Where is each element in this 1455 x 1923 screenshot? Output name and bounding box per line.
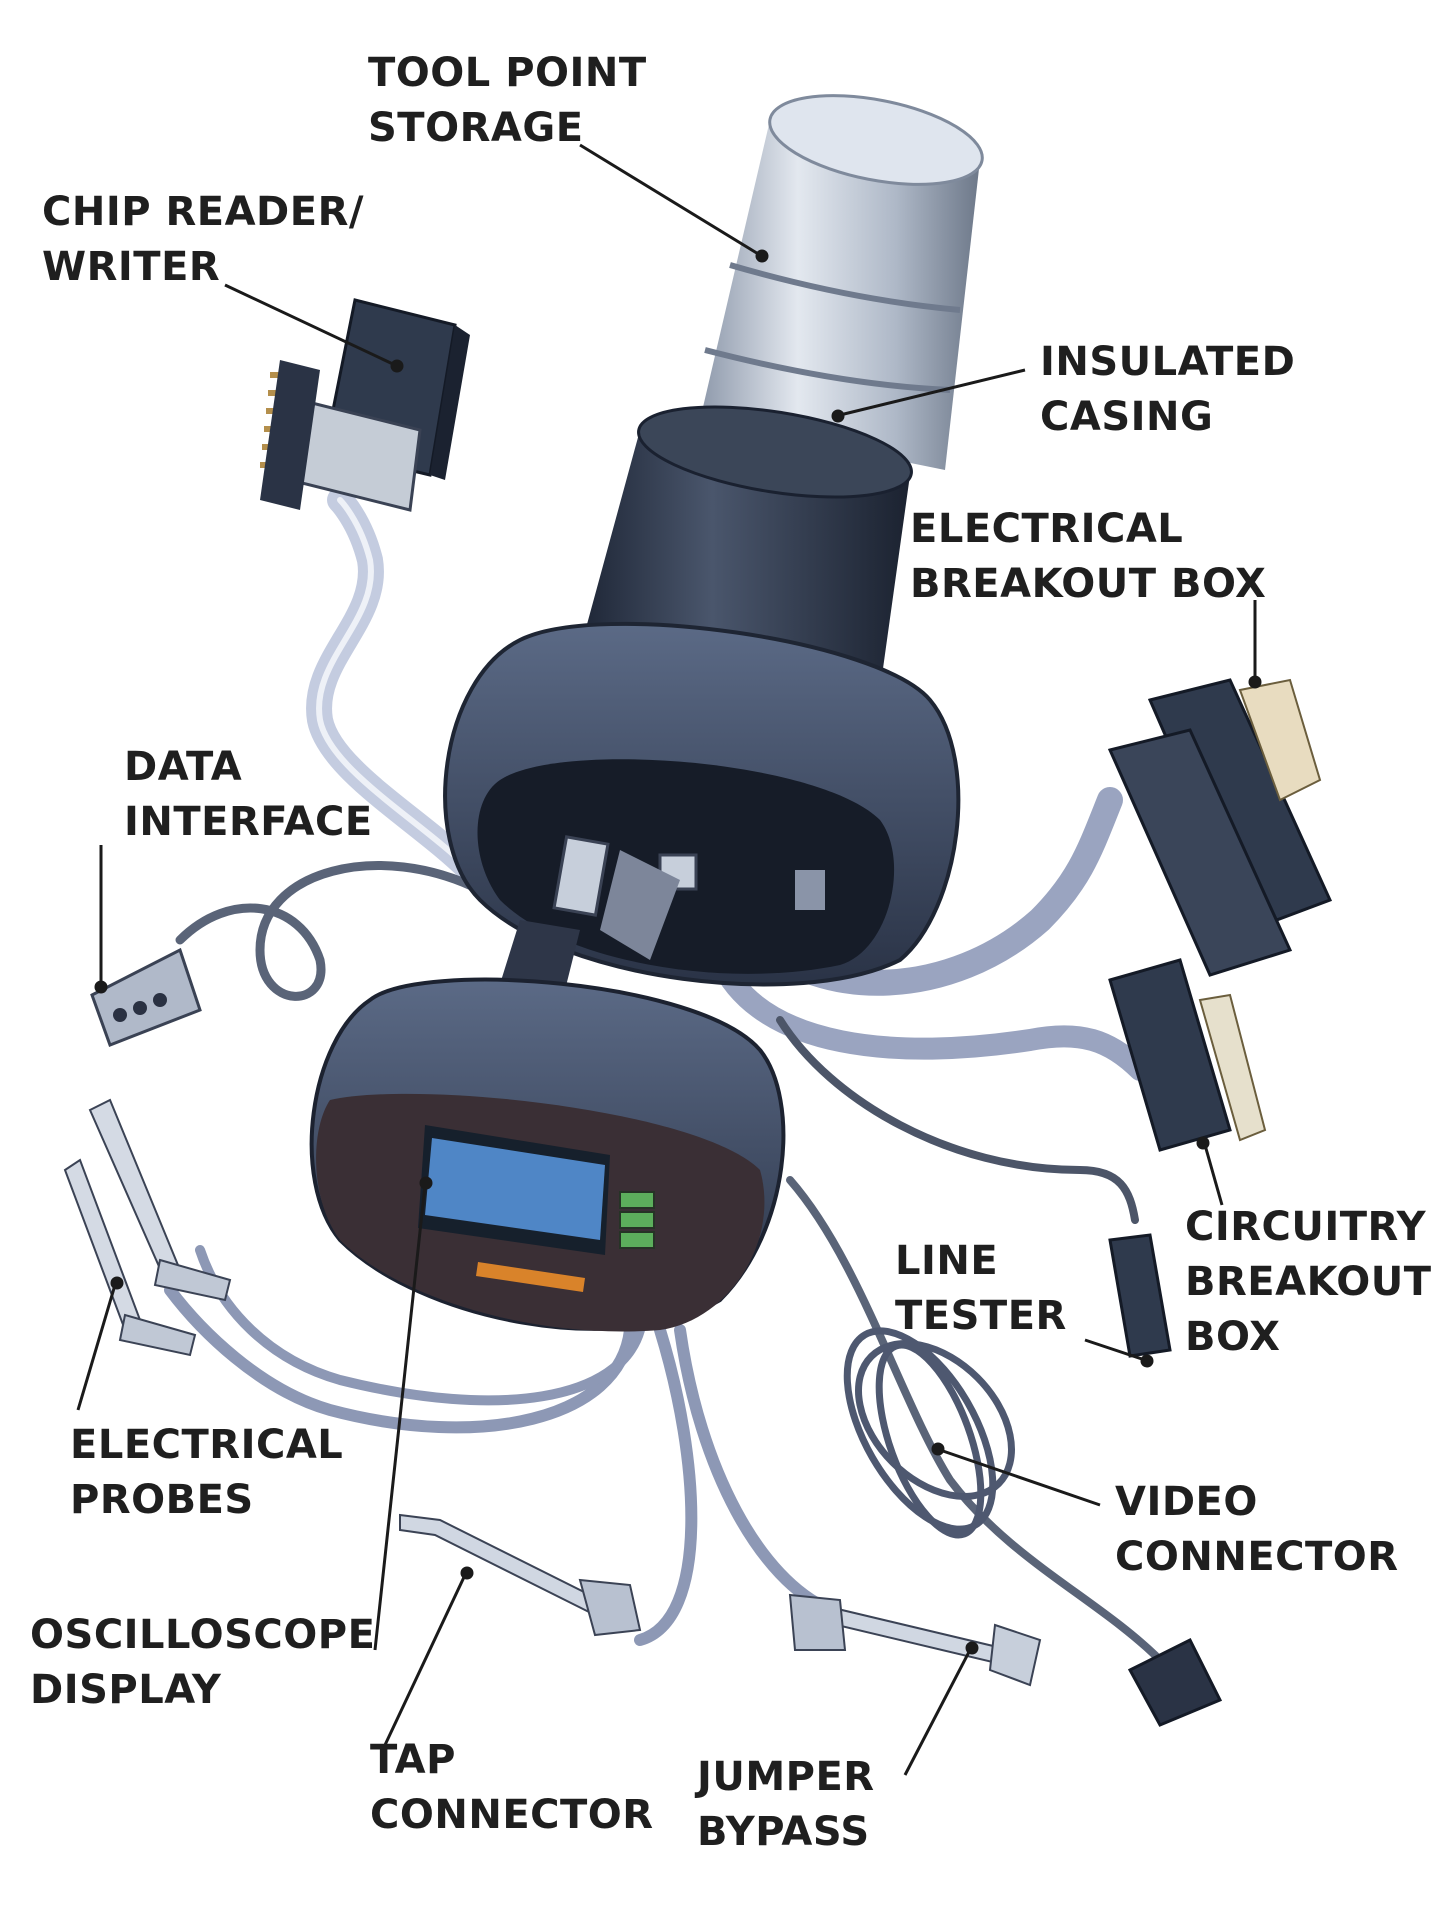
oscilloscope-unit (309, 977, 786, 1332)
leader-circuitry-breakout (1203, 1144, 1224, 1206)
label-tool-point-storage: TOOL POINT STORAGE (368, 50, 647, 151)
label-line-tester: LINE TESTER (895, 1238, 1067, 1339)
display-buttons (619, 1191, 655, 1249)
leader-tool-point-storage (579, 143, 761, 257)
leader-chip-reader (224, 283, 396, 367)
label-oscilloscope-display: OSCILLOSCOPE DISPLAY (30, 1612, 376, 1713)
label-electrical-breakout-box: ELECTRICAL BREAKOUT BOX (910, 506, 1267, 607)
label-video-connector: VIDEO CONNECTOR (1115, 1479, 1399, 1580)
label-chip-reader-writer: CHIP READER/ WRITER (42, 189, 364, 290)
tap-connector-device (399, 1513, 642, 1637)
label-circuitry-breakout-box: CIRCUITRY BREAKOUT BOX (1185, 1204, 1432, 1360)
video-cable-coil (843, 1327, 1015, 1539)
line-tester-device (1108, 1233, 1172, 1358)
leader-electrical-probes (76, 1284, 117, 1411)
chip-reader-device (260, 298, 470, 512)
card-slot (476, 1262, 585, 1292)
circuitry-breakout-device (1108, 958, 1267, 1152)
data-interface-cable (175, 861, 485, 1001)
leader-video-connector (939, 1448, 1101, 1507)
label-data-interface: DATA INTERFACE (124, 744, 373, 845)
video-connector-plug (1127, 1637, 1223, 1727)
upper-housing (443, 621, 961, 987)
probe-cable (164, 1284, 636, 1434)
electrical-breakout-device (1107, 678, 1333, 977)
data-interface-plug (90, 947, 202, 1047)
tap-cable (634, 1324, 698, 1646)
label-jumper-bypass: JUMPER BYPASS (697, 1754, 875, 1855)
electrical-probes-device (63, 1098, 232, 1357)
leader-line-tester (1084, 1338, 1146, 1362)
leader-oscilloscope-display (373, 1184, 427, 1651)
jumper-bypass-device (788, 1593, 1042, 1687)
leader-jumper-bypass (903, 1649, 972, 1776)
breakout-cable-2 (709, 949, 1151, 1081)
label-tap-connector: TAP CONNECTOR (370, 1737, 654, 1838)
video-cable (786, 1176, 1164, 1664)
label-insulated-casing: INSULATED CASING (1040, 339, 1296, 440)
leader-lines (76, 143, 1262, 1776)
line-tester-cable (776, 1016, 1139, 1224)
leader-tap-connector (383, 1574, 467, 1746)
oscilloscope-screen (418, 1125, 610, 1255)
leader-insulated-casing (839, 368, 1026, 417)
jumper-cable (674, 1324, 836, 1616)
label-electrical-probes: ELECTRICAL PROBES (70, 1422, 344, 1523)
